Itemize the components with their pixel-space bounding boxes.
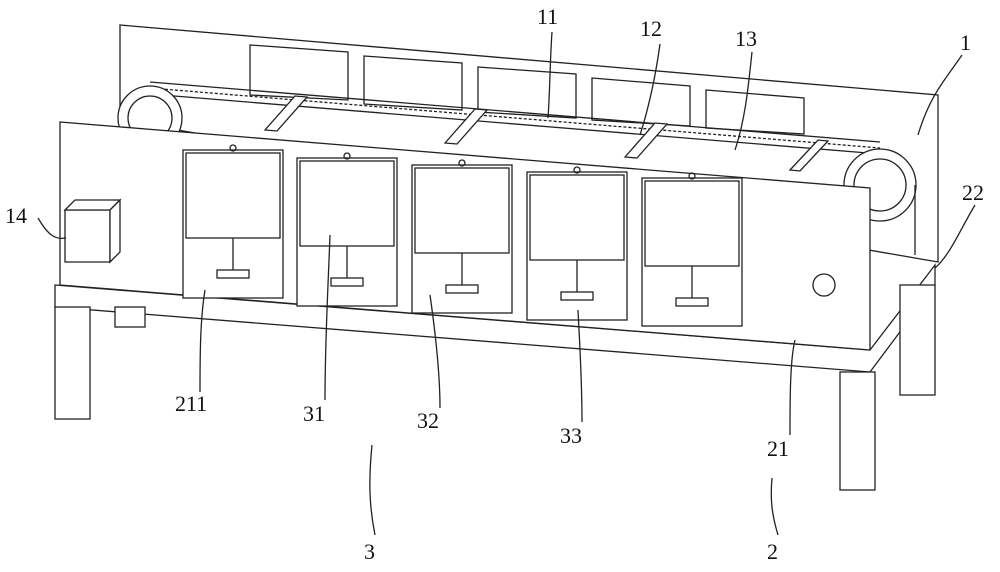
control-box [63, 198, 122, 264]
label-1: 1 [960, 30, 971, 55]
bins [182, 144, 743, 327]
label-3: 3 [364, 539, 375, 564]
label-14: 14 [5, 203, 27, 228]
back-windows [249, 44, 805, 135]
label-11: 11 [537, 4, 559, 29]
label-211: 211 [175, 391, 208, 416]
label-33: 33 [560, 423, 582, 448]
label-21: 21 [767, 436, 789, 461]
label-12: 12 [640, 16, 662, 41]
label-2: 2 [767, 539, 778, 564]
belt-dividers [263, 95, 830, 172]
label-13: 13 [735, 26, 757, 51]
label-22: 22 [962, 180, 984, 205]
leader-lines [37, 31, 976, 536]
table-legs [54, 284, 936, 491]
sensor-hole [812, 273, 836, 297]
label-31: 31 [303, 401, 325, 426]
label-32: 32 [417, 408, 439, 433]
